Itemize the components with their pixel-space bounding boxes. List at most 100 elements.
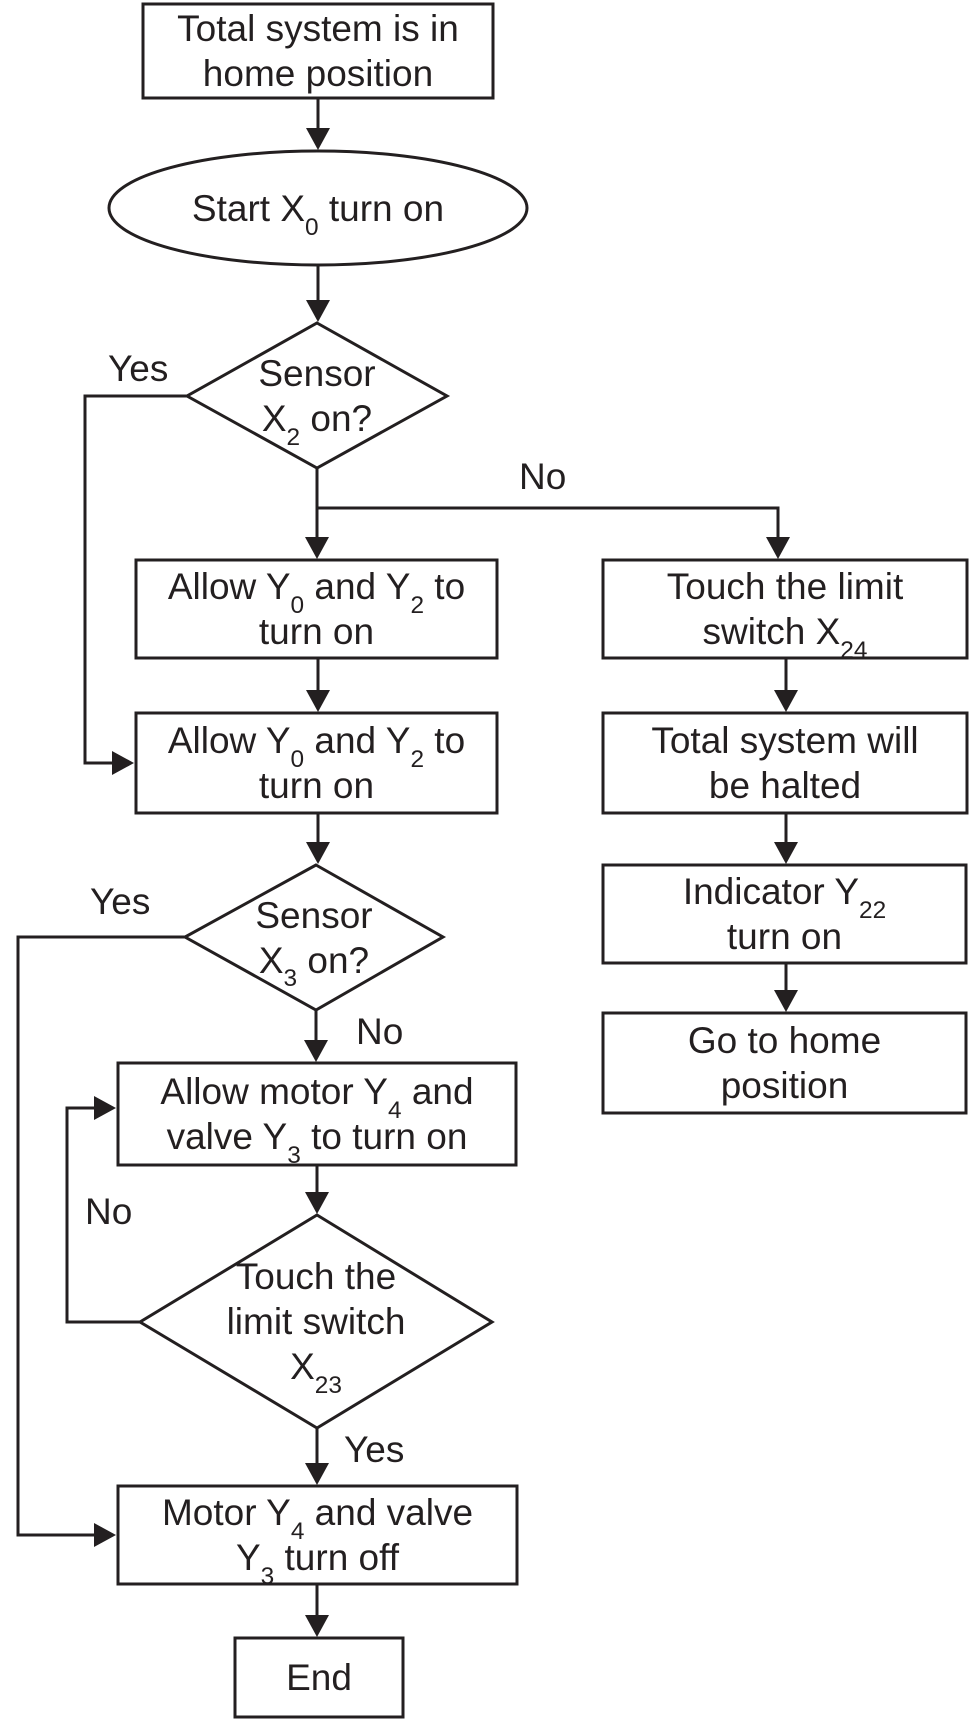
arrowhead-x3-no-to-motor-on [304, 1040, 328, 1062]
text-segment: Indicator Y [682, 871, 860, 912]
text-segment: End [286, 1657, 352, 1698]
edge-x2-yes-branch [83, 394, 187, 765]
edge-x3-yes-branch [16, 935, 185, 1537]
node-label: Start X0 turn on [191, 186, 445, 239]
text-segment: Allow Y [167, 720, 291, 761]
text-segment: Allow motor Y [160, 1071, 388, 1112]
text-segment: home position [202, 53, 434, 94]
subscript: 2 [286, 423, 301, 451]
arrowhead-indicator-to-gohome [774, 990, 798, 1012]
subscript: 2 [410, 591, 425, 619]
subscript: 24 [840, 636, 868, 664]
subscript: 4 [387, 1096, 402, 1124]
node-end: End [235, 1638, 403, 1717]
node-label: Allow motor Y4 and valve Y3 to turn on [160, 1069, 474, 1167]
node-allow-y0-y2-second: Allow Y0 and Y2 to turn on [136, 713, 497, 813]
text-segment: be halted [708, 765, 862, 806]
arrowhead-x23-no-loop [94, 1096, 116, 1120]
node-start: Start X0 turn on [108, 150, 528, 267]
shape-start-ellipse [107, 149, 529, 267]
edge-label-x23-no: No [85, 1191, 133, 1232]
subscript: 4 [290, 1517, 305, 1545]
text-segment: Total system will [651, 720, 919, 761]
text-segment: Sensor [255, 894, 373, 936]
node-indicator-y22: Indicator Y22 turn on [603, 865, 966, 963]
node-label: Allow Y0 and Y2 to turn on [168, 718, 465, 808]
arrowhead-halted-to-indicator [774, 842, 798, 864]
arrowhead-x2-no-branch [766, 537, 790, 559]
text-segment: and Y [304, 566, 411, 607]
node-label: Allow Y0 and Y2 to turn on [168, 564, 465, 654]
text-segment: Touch the [235, 1256, 397, 1297]
arrowhead-x2-yes-branch [112, 751, 134, 775]
text-segment: turn on [258, 611, 375, 652]
text-segment: valve Y [166, 1116, 288, 1157]
subscript: 0 [290, 745, 305, 773]
text-segment: and Y [304, 720, 411, 761]
arrowhead-allow2-to-x3 [306, 842, 330, 864]
text-segment: switch X [702, 611, 841, 652]
subscript: 0 [305, 213, 319, 241]
shape-end-rect [233, 1636, 405, 1719]
subscript: 3 [283, 965, 298, 993]
text-segment: Touch the limit [666, 566, 904, 607]
text-segment: Total system is in [177, 8, 459, 49]
edge-x2-no-branch [317, 506, 780, 556]
edge-label-x2-yes: Yes [108, 348, 169, 389]
text-segment: Motor Y [161, 1492, 291, 1533]
subscript: 23 [314, 1371, 342, 1399]
arrowhead-x2-to-allow1 [305, 537, 329, 559]
text-segment: turn on [318, 188, 445, 229]
text-segment: to turn on [300, 1116, 468, 1157]
text-segment: on? [300, 398, 373, 439]
subscript: 3 [287, 1141, 301, 1169]
text-segment: X [290, 1346, 315, 1387]
text-segment: limit switch [226, 1301, 406, 1342]
text-segment: on? [297, 939, 370, 981]
subscript: 22 [859, 896, 887, 924]
arrowhead-motor-on-to-x23 [305, 1192, 329, 1214]
arrowhead-start-to-x2 [306, 300, 330, 322]
arrowhead-allow1-to-allow2 [306, 690, 330, 712]
edge-label-x2-no: No [519, 456, 567, 497]
arrowhead-touch24-to-halted [774, 690, 798, 712]
arrowhead-x3-yes-branch [94, 1523, 116, 1547]
text-segment: and [401, 1071, 474, 1112]
text-segment: Allow Y [167, 566, 291, 607]
edge-label-x23-yes: Yes [344, 1429, 405, 1470]
text-segment: Start X [191, 188, 306, 229]
arrowhead-x23-yes-to-motor-off [305, 1463, 329, 1485]
text-segment: turn on [726, 916, 843, 957]
node-label: Indicator Y22 turn on [683, 869, 886, 959]
text-segment: to [424, 720, 466, 761]
arrowhead-motor-off-to-end [305, 1615, 329, 1637]
text-segment: X [258, 939, 284, 981]
text-segment: to [424, 566, 466, 607]
arrowhead-home-to-start [306, 128, 330, 150]
text-segment: Sensor [258, 353, 376, 394]
node-allow-motor-y4-valve-y3: Allow motor Y4 and valve Y3 to turn on [118, 1063, 516, 1167]
subscript: 0 [290, 591, 305, 619]
text-segment: turn off [274, 1537, 400, 1578]
subscript: 2 [410, 745, 425, 773]
edge-label-x3-no: No [356, 1011, 404, 1052]
edge-label-x3-yes: Yes [90, 881, 151, 922]
shape-gohome-rect [601, 1011, 968, 1115]
text-segment: turn on [258, 765, 375, 806]
